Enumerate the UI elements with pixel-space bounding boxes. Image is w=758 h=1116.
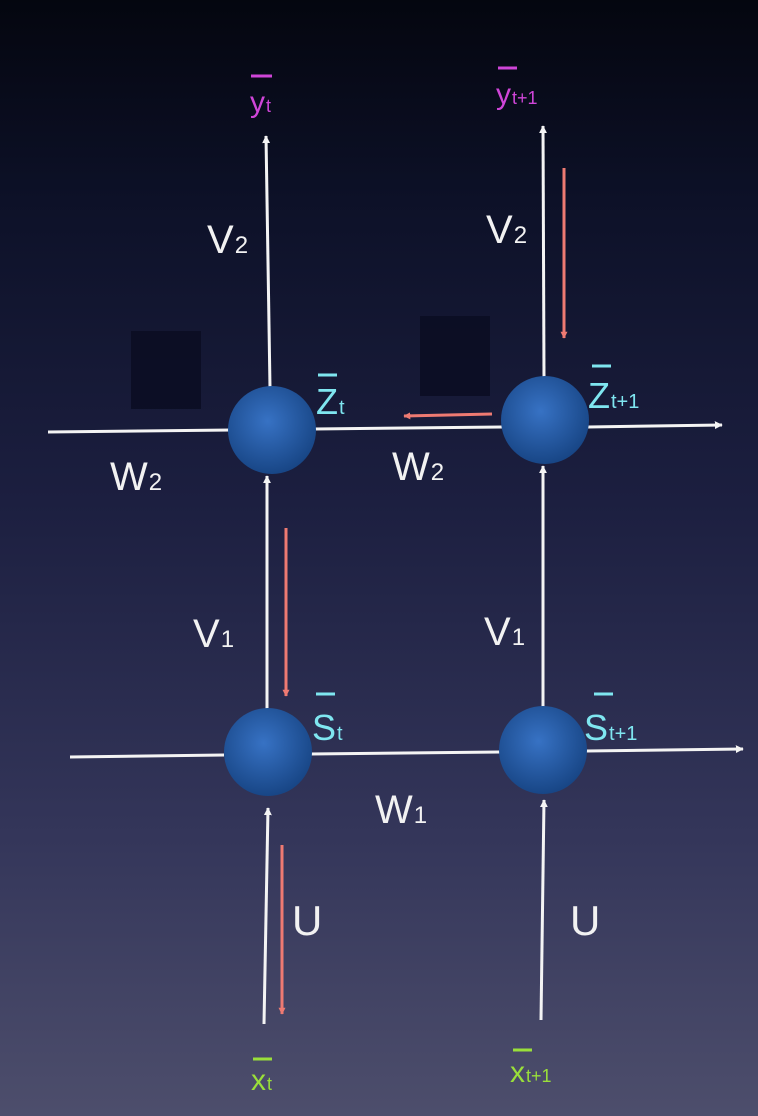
label-u-t1: U — [570, 897, 600, 944]
label-s-t: St — [312, 692, 343, 748]
label-v1-t: V1 — [193, 612, 234, 656]
w2-arrow-right — [587, 421, 723, 430]
svg-text:yt: yt — [250, 86, 271, 119]
label-v2-t: V2 — [207, 218, 248, 262]
label-v2-t1: V2 — [486, 208, 527, 252]
label-y-t: yt — [250, 74, 272, 119]
svg-text:Zt+1: Zt+1 — [588, 375, 639, 416]
label-y-t1: yt+1 — [496, 66, 538, 111]
u-arrow-t — [262, 807, 272, 1025]
backprop-arrow-w2 — [403, 412, 493, 420]
label-w2-middle: W2 — [392, 445, 444, 489]
u-arrow-t1 — [539, 799, 548, 1021]
label-z-t: Zt — [316, 373, 345, 422]
w1-line-middle — [309, 750, 501, 756]
label-x-t1: xt+1 — [510, 1048, 552, 1089]
background-square-left — [131, 331, 201, 409]
w1-line-left — [69, 753, 225, 759]
v2-arrow-t — [262, 135, 272, 389]
node-z-t1 — [501, 376, 589, 464]
v2-arrow-t1 — [539, 125, 548, 379]
w2-line-left — [47, 428, 233, 434]
node-z-t — [228, 386, 316, 474]
node-s-t1 — [499, 706, 587, 794]
label-x-t: xt — [251, 1057, 272, 1097]
w1-arrow-right — [585, 745, 744, 754]
svg-text:xt+1: xt+1 — [510, 1056, 552, 1089]
svg-text:yt+1: yt+1 — [496, 78, 538, 111]
label-z-t1: Zt+1 — [588, 364, 639, 416]
svg-text:St: St — [312, 707, 343, 748]
svg-text:St+1: St+1 — [584, 707, 637, 748]
w2-line-middle — [313, 425, 503, 431]
svg-text:xt: xt — [251, 1064, 272, 1097]
svg-text:Zt: Zt — [316, 381, 345, 422]
label-v1-t1: V1 — [484, 610, 525, 654]
label-w2-left: W2 — [110, 455, 162, 499]
label-s-t1: St+1 — [584, 692, 637, 748]
background-square-right — [420, 316, 490, 396]
label-w1: W1 — [375, 788, 427, 832]
label-u-t: U — [292, 897, 322, 944]
node-s-t — [224, 708, 312, 796]
